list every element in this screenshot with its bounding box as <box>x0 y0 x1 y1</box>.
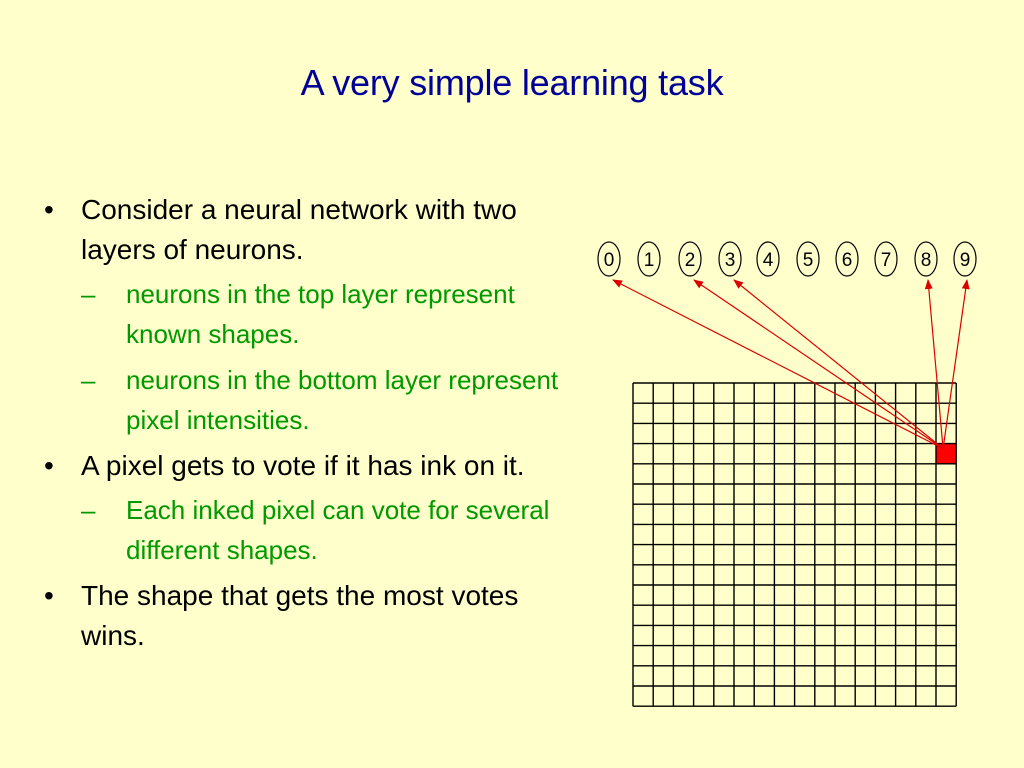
vote-arrow <box>924 279 944 449</box>
output-unit-node <box>796 241 820 277</box>
output-unit-label: 6 <box>842 250 853 271</box>
pixel-grid <box>632 382 957 707</box>
output-units: 0 1 2 3 4 5 6 7 8 9 <box>597 241 977 277</box>
slide-title: A very simple learning task <box>300 62 724 103</box>
output-unit-label: 1 <box>644 250 655 271</box>
sub-bullet-item: Each inked pixel can vote for several di… <box>81 490 570 570</box>
bullet-item: Consider a neural network with two layer… <box>40 190 570 270</box>
output-unit-node <box>678 241 702 277</box>
bullet-list: Consider a neural network with two layer… <box>40 190 570 660</box>
output-unit-node <box>637 241 661 277</box>
vote-arrow <box>733 279 944 450</box>
vote-arrow <box>942 279 970 449</box>
output-unit-label: 2 <box>685 250 696 271</box>
output-unit-label: 4 <box>763 250 774 271</box>
output-unit-node <box>953 241 977 277</box>
vote-arrow <box>612 279 944 450</box>
bullet-item: A pixel gets to vote if it has ink on it… <box>40 446 570 486</box>
output-unit-node <box>874 241 898 277</box>
output-unit-node <box>597 241 621 277</box>
output-unit-node <box>914 241 938 277</box>
output-unit-label: 9 <box>960 250 971 271</box>
output-unit-node <box>835 241 859 277</box>
output-unit-label: 5 <box>803 250 814 271</box>
output-unit-label: 3 <box>725 250 736 271</box>
bullet-item: The shape that gets the most votes wins. <box>40 576 570 656</box>
output-unit-label: 7 <box>881 250 892 271</box>
sub-bullet-item: neurons in the bottom layer represent pi… <box>81 360 570 440</box>
inked-pixel <box>936 443 957 464</box>
output-unit-label: 8 <box>921 250 932 271</box>
sub-bullet-item: neurons in the top layer represent known… <box>81 274 570 354</box>
output-unit-node <box>718 241 742 277</box>
output-unit-label: 0 <box>604 250 615 271</box>
output-unit-node <box>756 241 780 277</box>
vote-arrow <box>693 279 944 450</box>
vote-arrows <box>612 279 970 450</box>
